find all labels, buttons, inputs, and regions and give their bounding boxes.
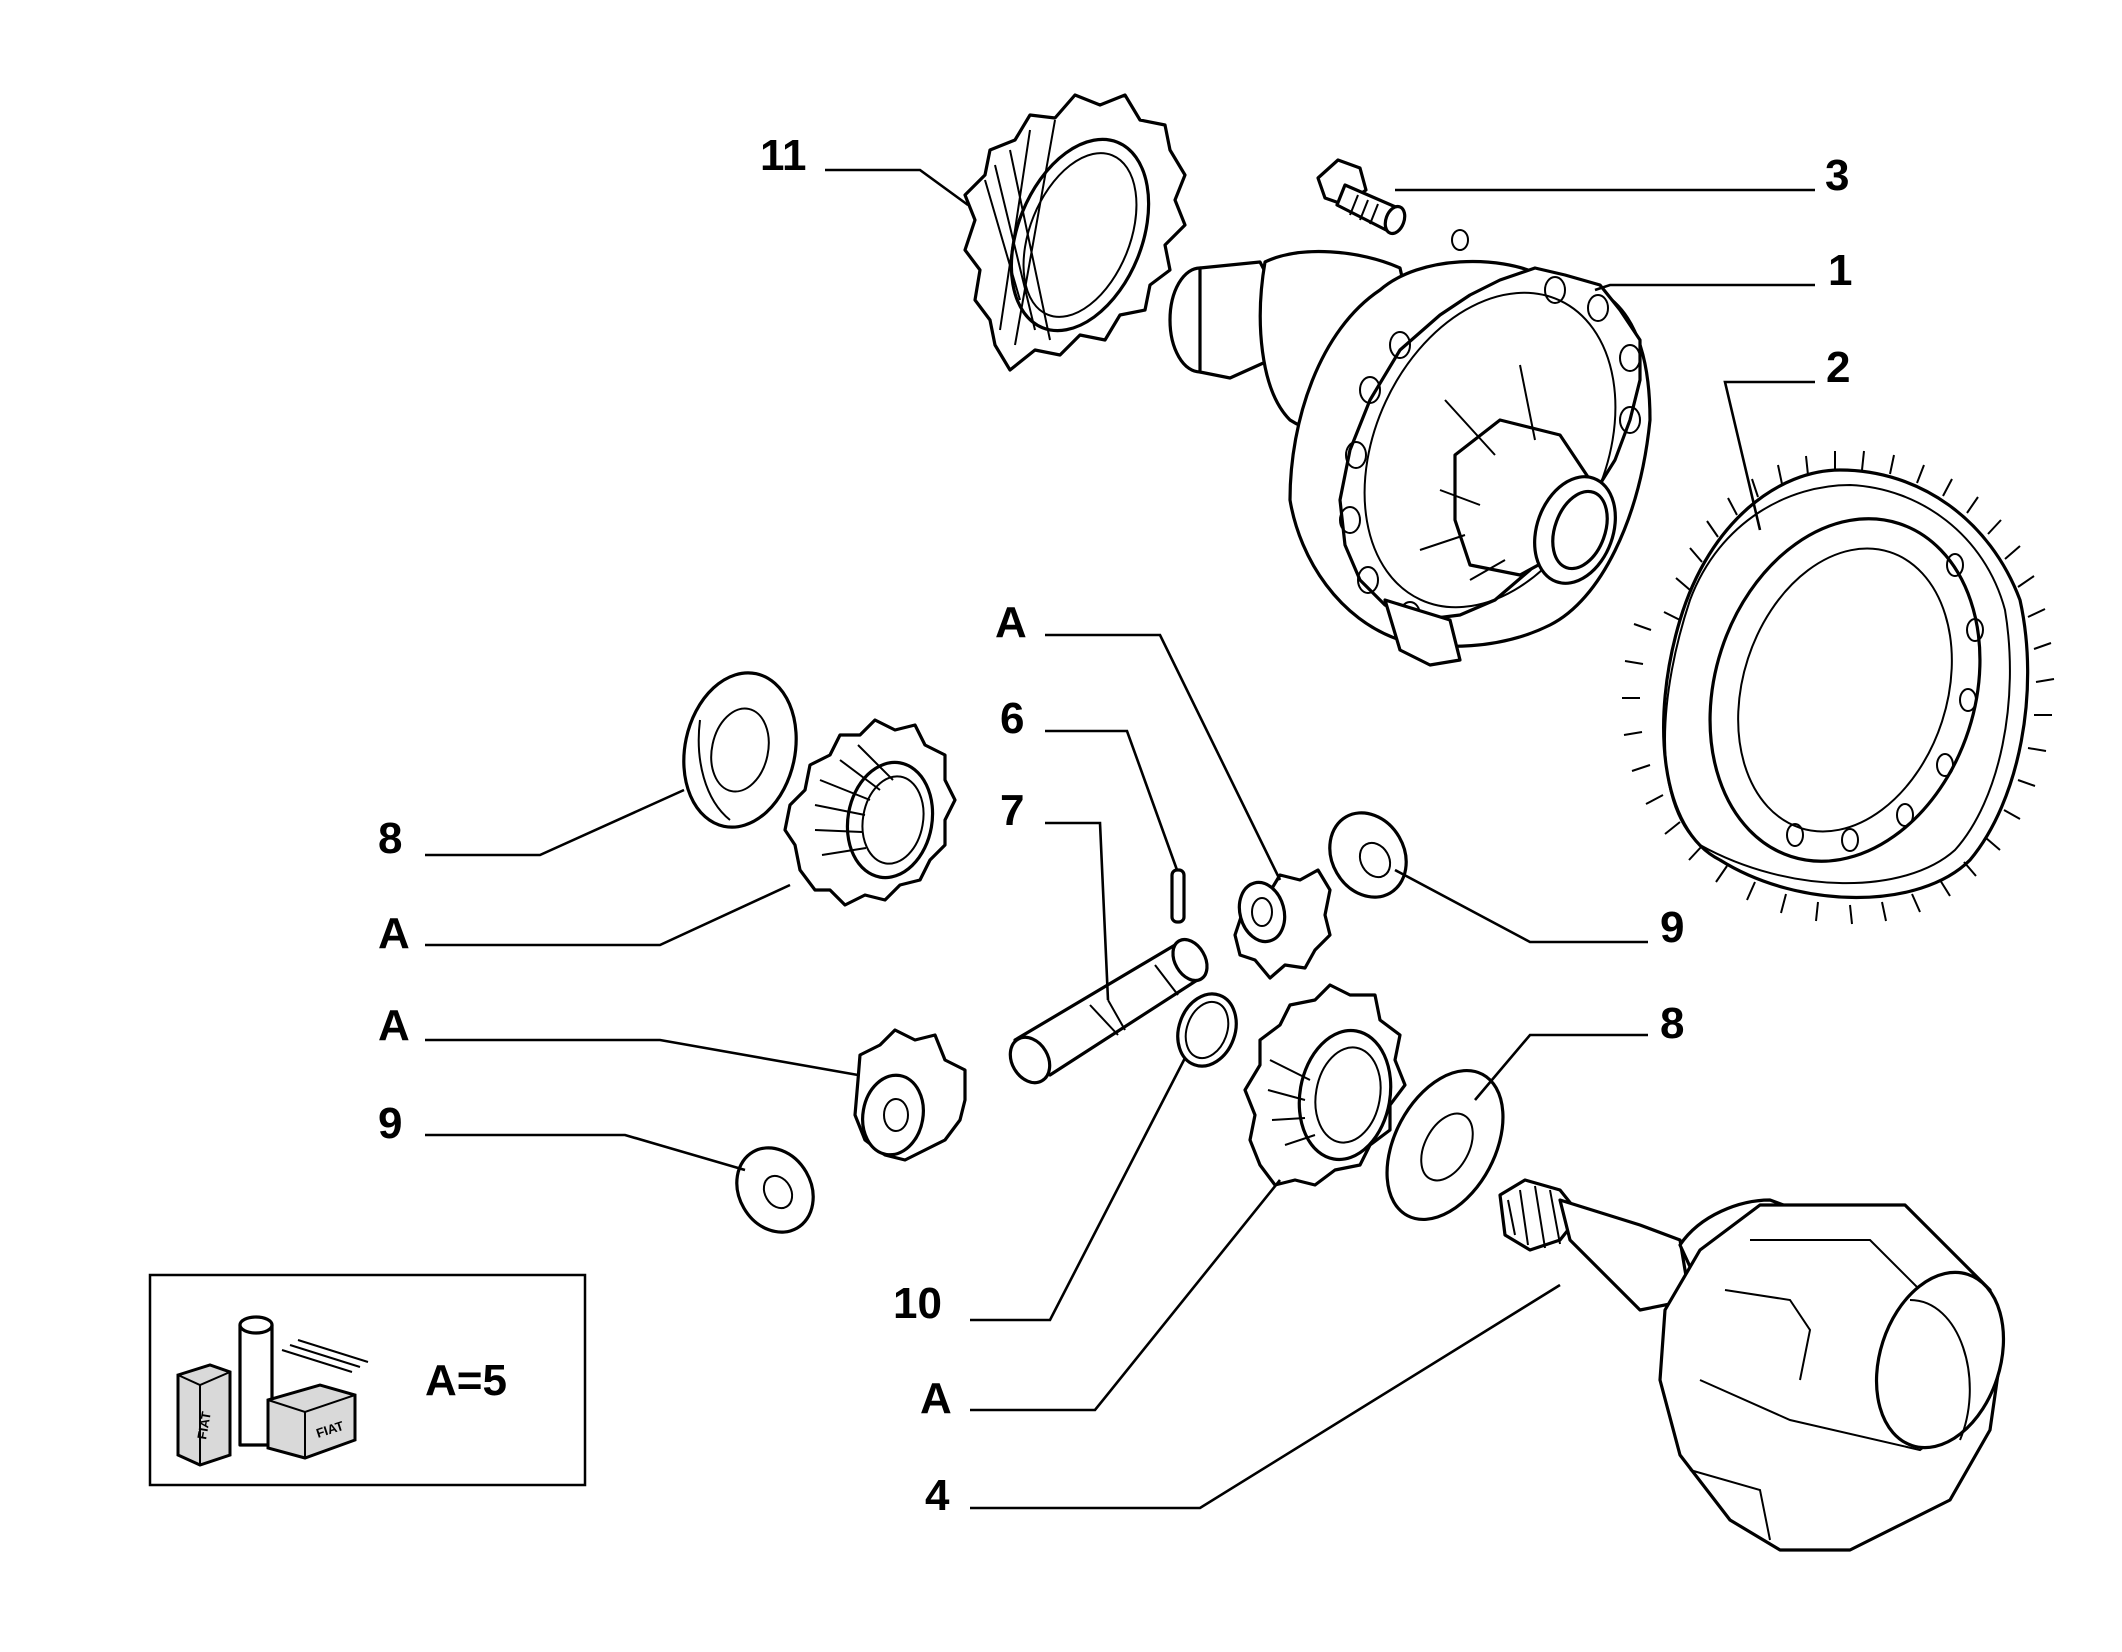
part-10-retaining-ring: [1176, 992, 1238, 1068]
part-9-washer-right: [1328, 811, 1408, 899]
leader-a-top: [1045, 633, 1282, 881]
callout-8-right: 8: [1660, 999, 1684, 1048]
callout-9-right: 9: [1660, 903, 1684, 952]
kit-quantity-label: A=5: [425, 1356, 507, 1405]
callout-11: 11: [760, 131, 807, 180]
part-8-thrust-washer-left: [682, 671, 798, 829]
kit-logo-text-1: FIAT: [194, 1410, 214, 1440]
callout-4: 4: [925, 1471, 950, 1520]
callout-a-left2: A: [378, 1001, 410, 1050]
leader-9-right: [1394, 868, 1648, 944]
part-8-thrust-washer-right: [1385, 1068, 1505, 1222]
leader-9-left: [425, 1133, 746, 1172]
callout-a-left1: A: [378, 909, 410, 958]
callout-3: 3: [1825, 151, 1849, 200]
leader-lines: [425, 168, 1815, 1510]
leader-2: [1723, 380, 1815, 531]
callout-8-left: 8: [378, 814, 402, 863]
part-4-output-shaft-joint: [1498, 1178, 2006, 1552]
part-1-differential-housing: [1168, 229, 1652, 667]
callout-2: 2: [1826, 343, 1850, 392]
callout-10: 10: [893, 1279, 942, 1328]
callout-9-left: 9: [378, 1099, 402, 1148]
part-a-planet-gear-left: [853, 1028, 967, 1162]
callout-a-top: A: [995, 598, 1027, 647]
part-11-bevel-ring: [963, 93, 1187, 372]
leader-11: [825, 168, 969, 207]
part-a-planet-gear-top: [1233, 868, 1332, 980]
part-3-bolt: [1316, 158, 1407, 236]
part-a-side-gear-bottom: [1243, 983, 1407, 1187]
leader-6: [1045, 729, 1179, 871]
leader-8-right: [1474, 1033, 1648, 1101]
leader-1: [1594, 283, 1815, 292]
part-6-roll-pin: [1170, 868, 1186, 924]
leader-4: [970, 1283, 1561, 1510]
leader-8-left: [425, 788, 685, 857]
part-2-ring-gear: [1622, 450, 2055, 925]
callout-7: 7: [1000, 786, 1024, 835]
callout-6: 6: [1000, 694, 1024, 743]
callout-labels: 11 3 1 2 A 6 7 8 A A 9 9 8 10 A 4: [378, 131, 1852, 1520]
callout-a-bottom: A: [920, 1374, 952, 1423]
part-7-pinion-shaft: [1008, 937, 1209, 1085]
leader-a-bottom: [970, 1179, 1282, 1412]
part-9-washer-left: [735, 1146, 815, 1234]
callout-1: 1: [1828, 246, 1852, 295]
ring-gear-bolt-holes: [1786, 553, 1984, 852]
part-a-side-gear-left: [783, 718, 957, 907]
leader-a-left2: [425, 1038, 859, 1077]
leader-7: [1045, 821, 1110, 1001]
fiat-parts-kit-icon: FIAT FIAT: [176, 1315, 369, 1467]
leader-a-left1: [425, 883, 791, 947]
kit-quantity-box: FIAT FIAT A=5: [148, 1273, 587, 1487]
leader-10: [970, 1057, 1187, 1322]
